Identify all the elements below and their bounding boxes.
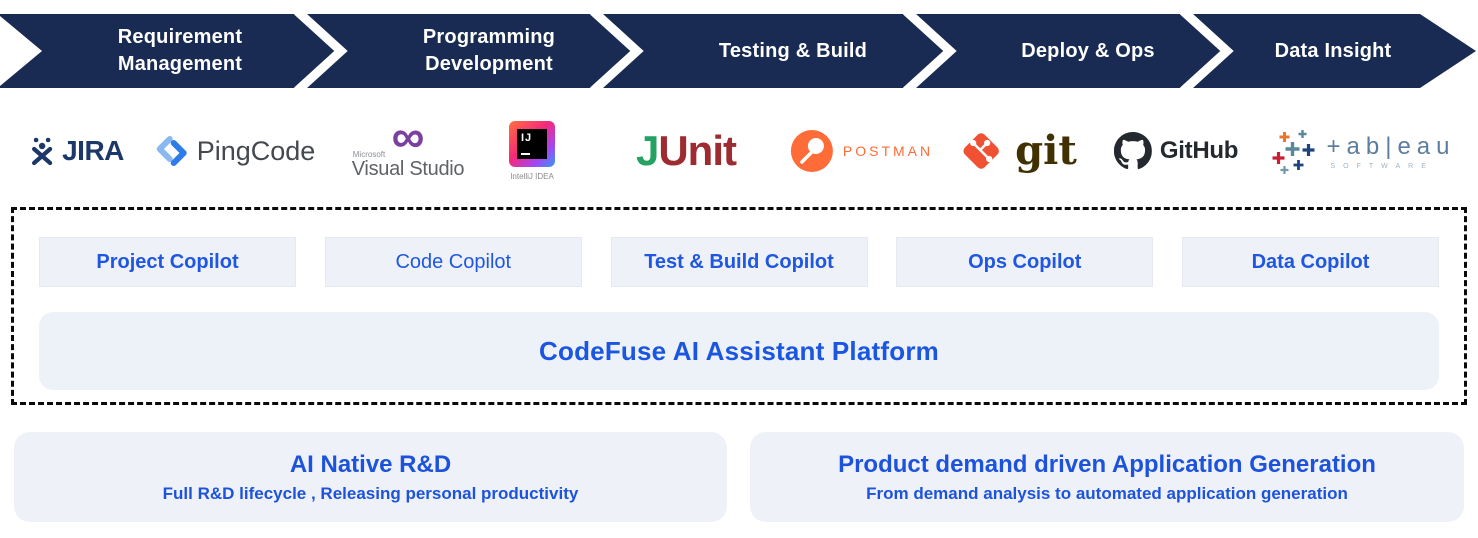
intellij-caption: IntelliJ IDEA — [510, 172, 554, 181]
pingcode-wordmark: PingCode — [196, 135, 316, 166]
postman-wordmark: POSTMAN — [842, 143, 934, 159]
stage-label-line: Management — [117, 53, 243, 75]
visual-studio-label: Visual Studio — [351, 158, 465, 180]
pipeline-banner: Requirement Management Programming Devel… — [0, 0, 1478, 100]
benefit-title: Product demand driven Application Genera… — [838, 450, 1376, 478]
benefit-ai-native-rd: AI Native R&D Full R&D lifecycle , Relea… — [14, 432, 727, 522]
ops-copilot-box: Ops Copilot — [896, 237, 1154, 287]
data-copilot-box: Data Copilot — [1182, 237, 1439, 287]
github-logo: GitHub — [1113, 132, 1239, 170]
benefit-subtitle: From demand analysis to automated applic… — [866, 483, 1348, 503]
tableau-logo: +ab|eau SOFTWARE — [1269, 126, 1456, 176]
tool-logos-row: JIRA PingCode ∞ Microsoft Visual Studio … — [0, 100, 1478, 202]
github-wordmark: GitHub — [1159, 137, 1239, 164]
stage-label-line: Data Insight — [1274, 39, 1392, 62]
stage-label-line: Deploy & Ops — [1021, 39, 1155, 62]
stage-label-line: Development — [425, 53, 553, 75]
intellij-logo: IJ IntelliJ IDEA — [509, 121, 555, 181]
copilot-row: Project Copilot Code Copilot Test & Buil… — [39, 237, 1439, 287]
codefuse-platform-container: Project Copilot Code Copilot Test & Buil… — [11, 207, 1467, 405]
tableau-label: +ab|eau — [1326, 132, 1456, 160]
benefit-subtitle: Full R&D lifecycle , Releasing personal … — [162, 483, 579, 503]
stage-label-line: Programming — [422, 26, 556, 48]
infinity-icon: ∞ — [391, 110, 425, 162]
junit-unit: Unit — [658, 127, 737, 174]
git-logo: git — [955, 125, 1077, 177]
intellij-badge-text: IJ — [521, 132, 533, 144]
junit-wordmark: JUnit — [635, 127, 737, 175]
stage-label-line: Testing & Build — [718, 39, 868, 62]
git-icon — [963, 133, 999, 169]
project-copilot-box: Project Copilot — [39, 237, 296, 287]
stage-requirement-management: Requirement Management — [50, 14, 310, 88]
pingcode-logo: PingCode — [155, 134, 316, 168]
stage-programming-development: Programming Development — [359, 14, 619, 88]
pingcode-icon — [156, 136, 187, 166]
postman-icon — [790, 130, 833, 172]
jira-logo: JIRA — [30, 135, 124, 167]
postman-logo: POSTMAN — [789, 128, 933, 174]
github-octocat-icon — [1113, 132, 1152, 170]
microsoft-label: Microsoft — [352, 150, 386, 159]
chevron-ribbon-icon — [0, 7, 1476, 95]
visual-studio-logo: ∞ Microsoft Visual Studio — [351, 110, 465, 180]
stage-testing-build: Testing & Build — [663, 14, 923, 88]
jira-wordmark: JIRA — [62, 135, 124, 166]
jira-icon — [32, 137, 53, 166]
codefuse-platform-bar: CodeFuse AI Assistant Platform — [39, 312, 1439, 390]
stage-deploy-ops: Deploy & Ops — [958, 14, 1218, 88]
stage-label-line: Requirement — [117, 26, 243, 48]
tableau-software-label: SOFTWARE — [1330, 162, 1434, 170]
stage-data-insight: Data Insight — [1203, 14, 1463, 88]
benefit-title: AI Native R&D — [289, 450, 452, 478]
visual-studio-wordmark: Microsoft Visual Studio — [351, 150, 465, 180]
git-wordmark: git — [1015, 127, 1077, 174]
junit-j: J — [635, 127, 659, 174]
tableau-wordmark: +ab|eau SOFTWARE — [1327, 133, 1456, 170]
code-copilot-box: Code Copilot — [324, 237, 582, 287]
test-build-copilot-box: Test & Build Copilot — [610, 237, 868, 287]
tableau-icon — [1272, 130, 1315, 174]
junit-logo: JUnit — [635, 127, 737, 175]
benefit-application-generation: Product demand driven Application Genera… — [750, 432, 1464, 522]
intellij-icon: IJ — [509, 121, 555, 167]
